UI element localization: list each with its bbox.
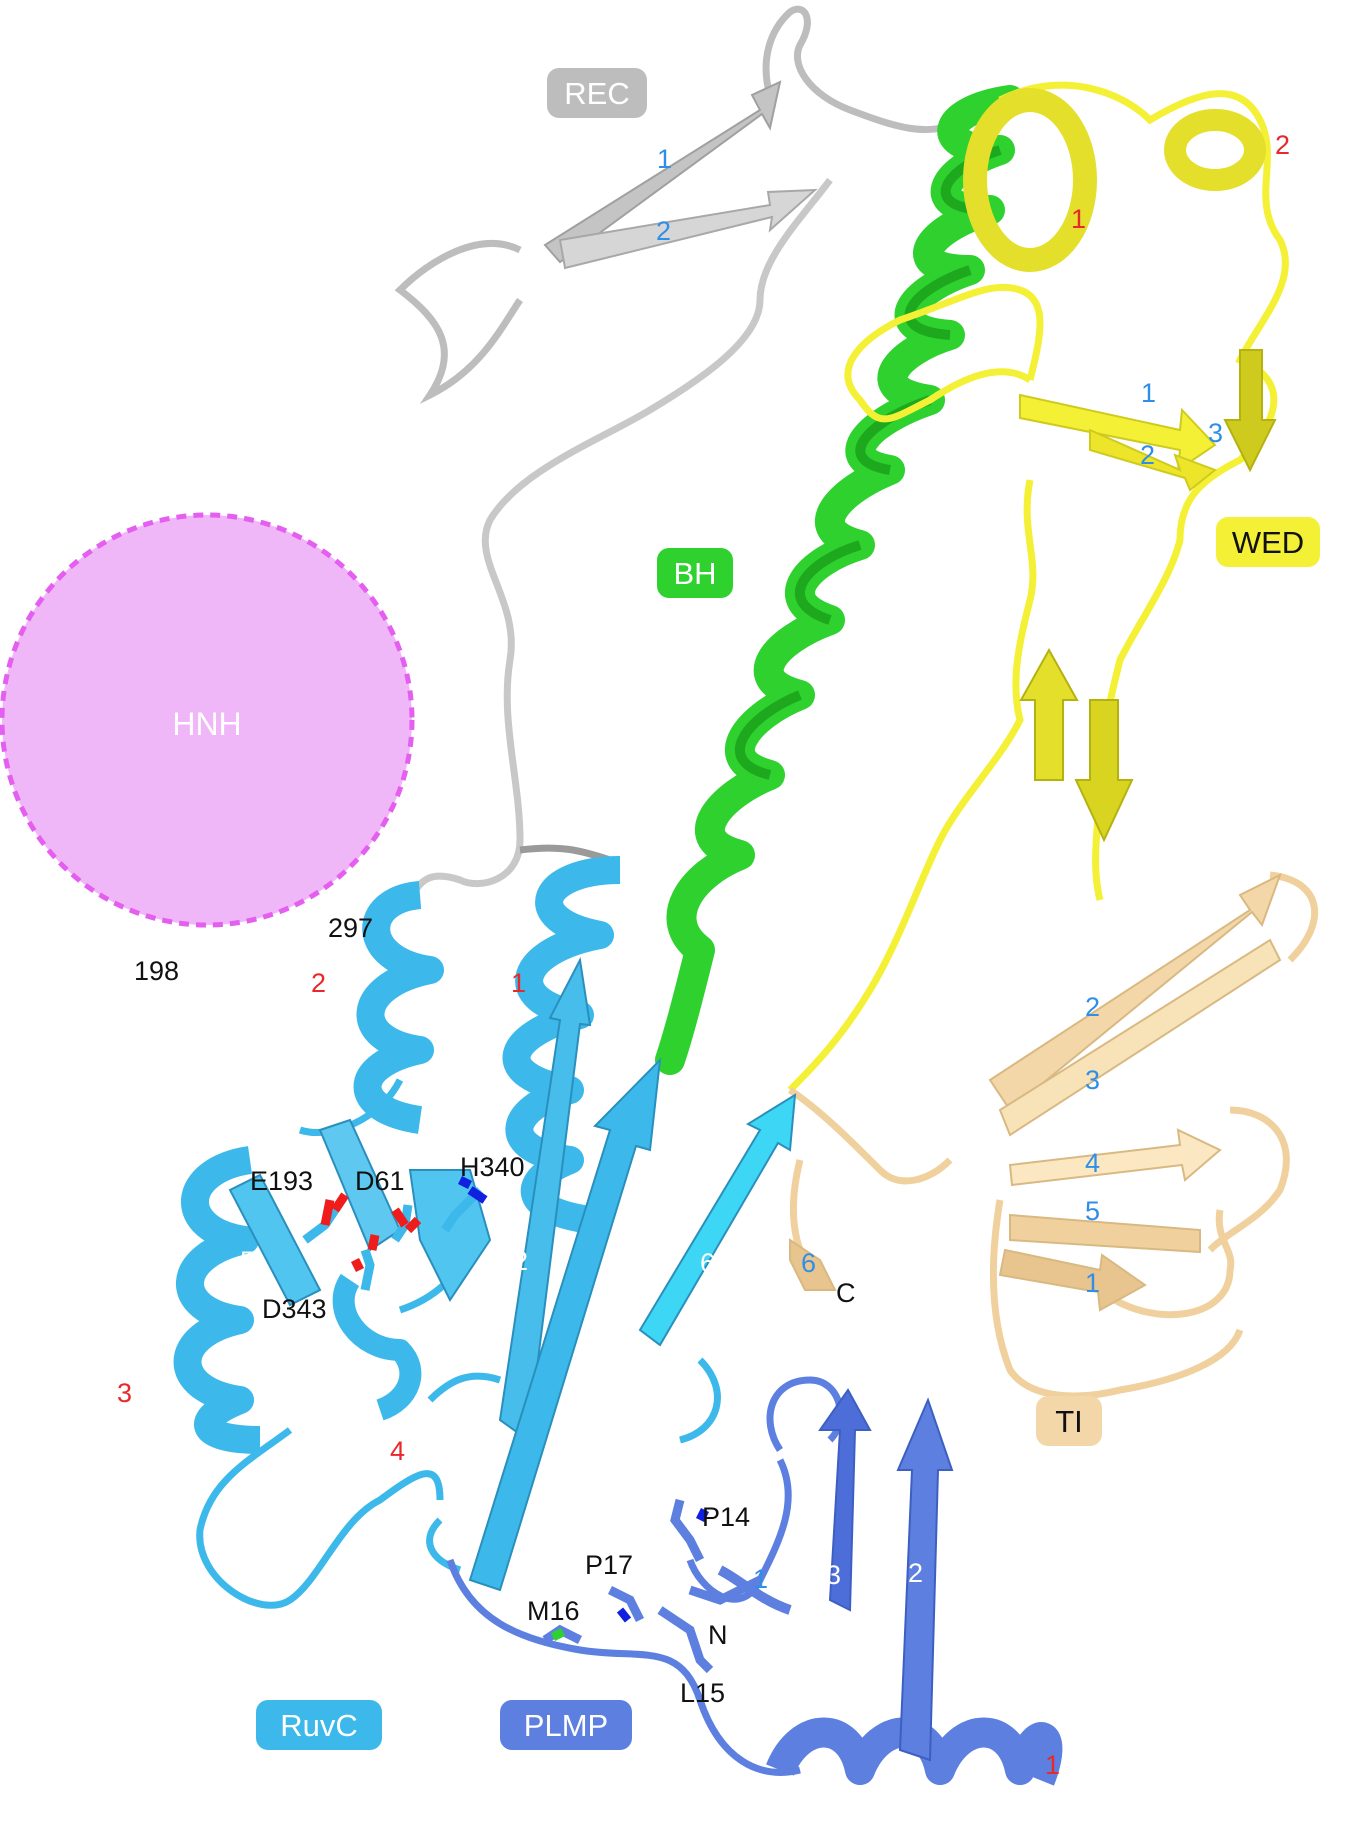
label-wed: WED <box>1216 517 1320 567</box>
ruvc-helix-4-num: 4 <box>390 1436 405 1466</box>
plmp-strand-1 <box>717 1565 792 1615</box>
ruvc-helix-3 <box>173 1146 261 1454</box>
label-rec: REC <box>547 68 647 118</box>
svg-text:WED: WED <box>1232 525 1304 560</box>
rec-domain <box>394 5 962 902</box>
plmp-strand-2-num: 2 <box>908 1558 923 1588</box>
bh-helix-shade <box>734 145 1002 780</box>
ti-strand-5 <box>1009 1213 1201 1254</box>
wed-strand-down <box>1074 699 1134 843</box>
wed-strand-3-num: 3 <box>1208 418 1223 448</box>
ti-strand-4-num: 4 <box>1085 1148 1100 1178</box>
label-ruvc: RuvC <box>256 1700 382 1750</box>
wed-strand-1 <box>1019 393 1217 473</box>
rec-strand-2-num: 2 <box>656 216 671 246</box>
wed-helix-2 <box>1164 109 1266 191</box>
ti-strand-6 <box>789 1238 837 1291</box>
ruvc-helix-2-num: 2 <box>311 968 326 998</box>
residue-m16: M16 <box>527 1596 580 1626</box>
ruvc-loops <box>196 1078 721 1609</box>
label-ti: TI <box>1036 1396 1102 1446</box>
ruvc-helix-3-num: 3 <box>117 1378 132 1408</box>
wed-strand-2-num: 2 <box>1140 440 1155 470</box>
residue-p14: P14 <box>702 1502 750 1532</box>
rec-loop-lower <box>394 240 523 405</box>
ruvc-strand-2-num: 2 <box>513 1246 528 1276</box>
label-bh: BH <box>657 548 733 598</box>
wed-helix-2-num: 2 <box>1275 130 1290 160</box>
ruvc-strand-6-num: 6 <box>700 1248 715 1278</box>
ruvc-strand-1-num: 1 <box>414 1250 429 1280</box>
residue-198: 198 <box>134 956 179 986</box>
wed-strand-up <box>1019 647 1079 781</box>
ti-strand-2 <box>988 872 1282 1112</box>
wed-helix-1 <box>963 88 1097 272</box>
ti-strand-1 <box>998 1248 1147 1312</box>
ti-strand-6-num: 6 <box>801 1248 816 1278</box>
hnh-label: HNH <box>172 706 241 742</box>
plmp-helix-1 <box>766 1717 1063 1786</box>
ruvc-helix-1 <box>502 856 621 1234</box>
rec-loop <box>762 5 962 134</box>
plmp-helix-1-num: 1 <box>1045 1750 1060 1780</box>
residue-l15: L15 <box>680 1678 725 1708</box>
ti-strand-3-num: 3 <box>1085 1065 1100 1095</box>
plmp-strand-1-num: 1 <box>753 1564 768 1594</box>
ruvc-helix-1-num: 1 <box>511 968 526 998</box>
wed-helix-1-num: 1 <box>1071 204 1086 234</box>
residue-d343: D343 <box>262 1294 327 1324</box>
ti-strand-4 <box>1008 1128 1222 1187</box>
wed-strand-2 <box>1089 428 1217 492</box>
ti-strand-5-num: 5 <box>1085 1196 1100 1226</box>
ruvc-strand-6 <box>638 1093 797 1347</box>
residue-297: 297 <box>328 913 373 943</box>
ti-strand-2-num: 2 <box>1085 992 1100 1022</box>
ruvc-helix-2 <box>353 881 444 1134</box>
ruvc-strand-3 <box>468 1057 662 1592</box>
rec-linker <box>406 177 833 902</box>
plmp-strand-3-num: 3 <box>826 1560 841 1590</box>
ti-strand-1-num: 1 <box>1085 1268 1100 1298</box>
ruvc-strand-3-num: 3 <box>607 1248 622 1278</box>
rec-strand-1-num: 1 <box>657 144 672 174</box>
ruvc-helix-4 <box>332 1273 422 1421</box>
ruvc-strand-5-num: 5 <box>240 1246 255 1276</box>
ti-domain <box>788 871 1319 1400</box>
svg-text:REC: REC <box>564 76 629 111</box>
n-terminus-label: N <box>708 1620 728 1650</box>
rec-strand-2 <box>558 188 818 270</box>
svg-text:PLMP: PLMP <box>524 1708 608 1743</box>
svg-text:RuvC: RuvC <box>280 1708 358 1743</box>
residue-p17: P17 <box>585 1550 633 1580</box>
ruvc-domain <box>173 856 797 1609</box>
residue-e193: E193 <box>250 1166 313 1196</box>
residue-d61: D61 <box>355 1166 405 1196</box>
active-site-sticks <box>302 1175 488 1291</box>
wed-strand-1-num: 1 <box>1141 378 1156 408</box>
svg-text:TI: TI <box>1055 1404 1083 1439</box>
plmp-strand-2 <box>896 1397 954 1762</box>
label-plmp: PLMP <box>500 1700 632 1750</box>
wed-domain <box>787 81 1289 1093</box>
residue-h340: H340 <box>460 1152 525 1182</box>
ti-strand-3 <box>998 938 1282 1137</box>
plmp-sticks <box>542 1498 763 1674</box>
plmp-domain <box>446 1376 1063 1786</box>
c-terminus-label: C <box>836 1278 856 1308</box>
ruvc-strand-4-num: 4 <box>328 1246 343 1276</box>
ti-loops <box>788 871 1319 1400</box>
hnh-placeholder <box>0 512 415 928</box>
plmp-strand-3 <box>818 1388 872 1612</box>
svg-text:BH: BH <box>673 556 716 591</box>
ruvc-strand-5 <box>228 1173 322 1307</box>
wed-strand-3 <box>1223 349 1277 473</box>
